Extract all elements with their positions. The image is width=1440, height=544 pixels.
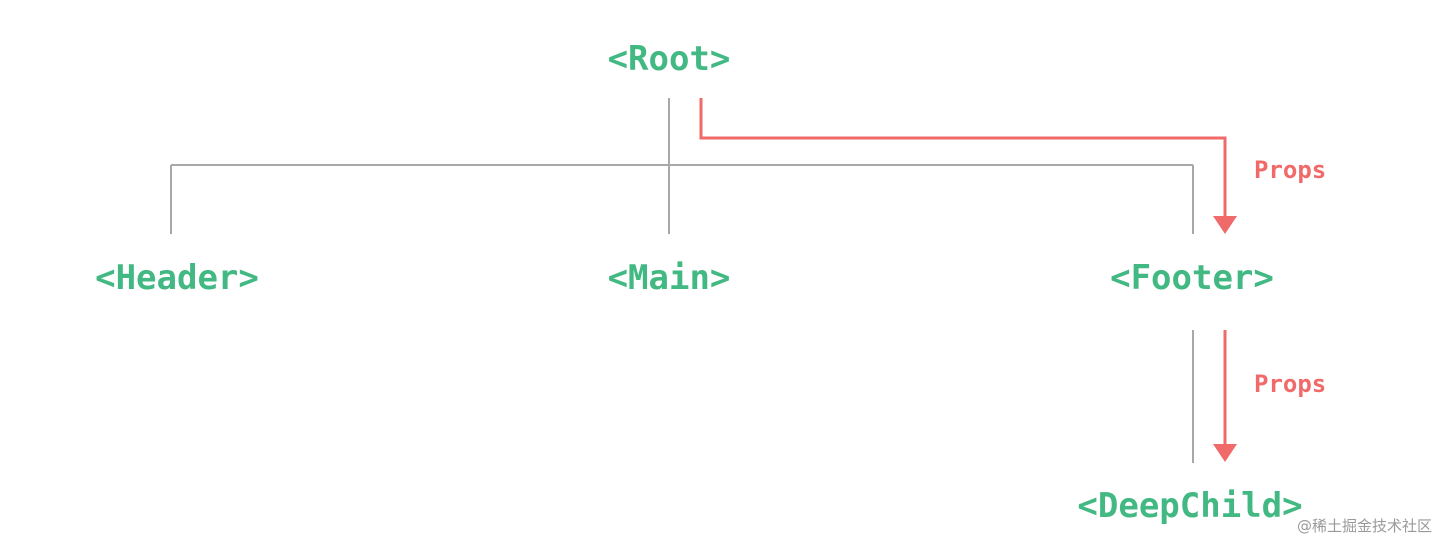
- node-footer: <Footer>: [1110, 258, 1274, 298]
- footer-to-deepchild-arrowhead: [1213, 444, 1237, 462]
- watermark-text: @稀土掘金技术社区: [1296, 517, 1432, 535]
- node-header: <Header>: [95, 258, 259, 298]
- props-arrows: [699, 98, 1237, 462]
- props-label-footer-to-deepchild: Props: [1254, 370, 1326, 398]
- root-to-footer-arrowhead: [1213, 216, 1237, 234]
- component-nodes: <Root> <Header> <Main> <Footer> <DeepChi…: [95, 39, 1302, 526]
- node-deepchild: <DeepChild>: [1077, 486, 1302, 526]
- tree-connectors: [170, 98, 1194, 463]
- props-label-root-to-footer: Props: [1254, 156, 1326, 184]
- props-labels: Props Props: [1254, 156, 1326, 398]
- root-to-footer-props-arrow: [699, 98, 1227, 222]
- node-main: <Main>: [608, 258, 731, 298]
- node-root: <Root>: [608, 39, 731, 79]
